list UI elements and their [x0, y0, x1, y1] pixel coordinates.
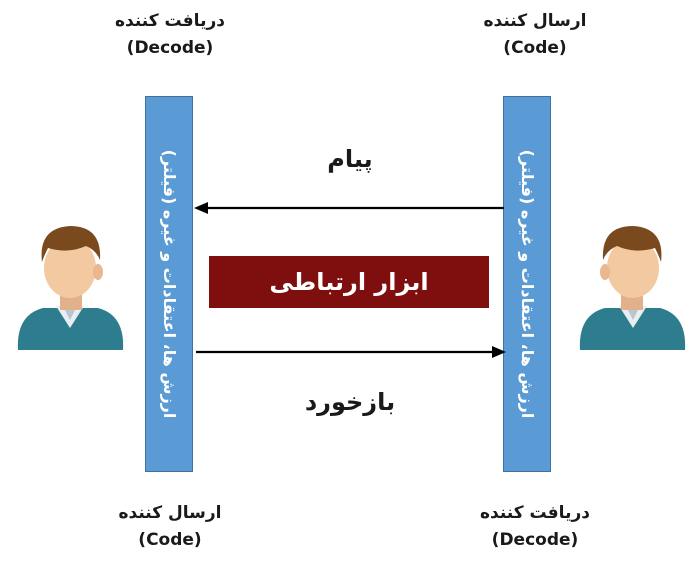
left-filter-bar: ارزش ها، اعتقادات و غیره (فیلتر) [145, 96, 193, 472]
feedback-label: بازخورد [304, 388, 396, 416]
message-arrow [194, 200, 506, 216]
bottom-right-label: دریافت کننده (Decode) [460, 500, 610, 554]
person-icon [8, 210, 133, 354]
bottom-left-role: ارسال کننده [118, 503, 222, 523]
feedback-arrow [194, 344, 506, 360]
bottom-right-code: (Decode) [491, 530, 579, 550]
top-left-label: دریافت کننده (Decode) [95, 8, 245, 62]
top-left-role: دریافت کننده [115, 11, 225, 31]
top-right-label: ارسال کننده (Code) [460, 8, 610, 62]
message-label: پیام [327, 145, 373, 173]
right-filter-bar: ارزش ها، اعتقادات و غیره (فیلتر) [503, 96, 551, 472]
bottom-right-role: دریافت کننده [480, 503, 590, 523]
bottom-left-label: ارسال کننده (Code) [95, 500, 245, 554]
bottom-left-code: (Code) [138, 530, 202, 550]
top-right-code: (Code) [503, 38, 567, 58]
right-filter-text: ارزش ها، اعتقادات و غیره (فیلتر) [518, 149, 537, 419]
top-left-code: (Decode) [126, 38, 214, 58]
top-right-role: ارسال کننده [483, 11, 587, 31]
left-filter-text: ارزش ها، اعتقادات و غیره (فیلتر) [160, 149, 179, 419]
person-icon [570, 210, 695, 354]
channel-box: ابزار ارتباطی [209, 256, 489, 308]
